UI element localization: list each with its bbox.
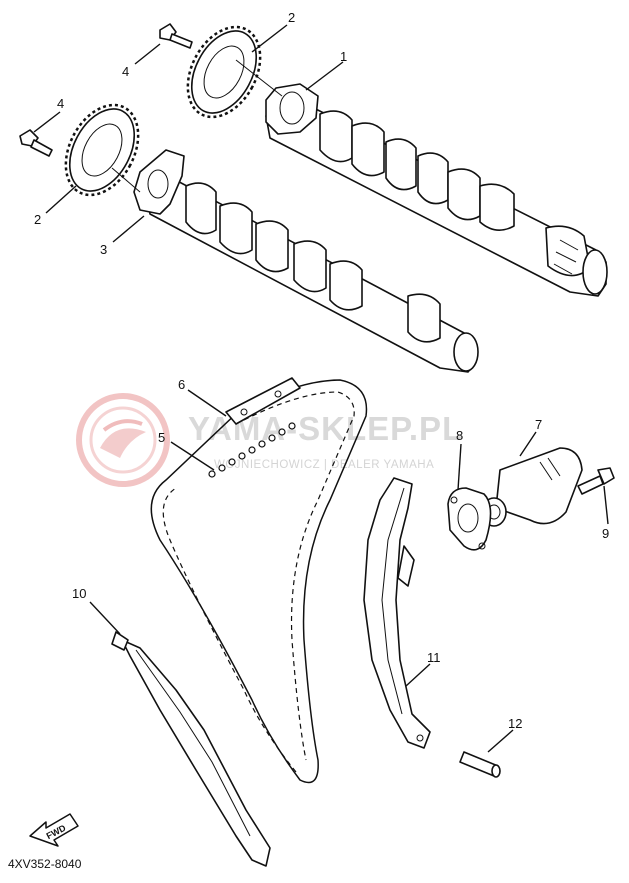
bolt-lower[interactable]: [19, 129, 53, 157]
chain-guide-exhaust[interactable]: [111, 631, 271, 867]
camshaft-upper[interactable]: [265, 83, 608, 297]
callout-7: 7: [535, 417, 542, 432]
callout-11: 11: [427, 650, 441, 665]
chain-tensioner[interactable]: [481, 447, 583, 527]
sprocket-lower[interactable]: [51, 93, 153, 208]
callout-4-lower: 4: [57, 96, 64, 111]
camshaft-lower[interactable]: [133, 149, 479, 373]
diagram-code: 4XV352-8040: [8, 857, 82, 871]
tensioner-gasket[interactable]: [447, 487, 492, 551]
guide-pin[interactable]: [459, 751, 501, 778]
tensioner-bolt[interactable]: [577, 467, 615, 495]
callout-8: 8: [456, 428, 463, 443]
callout-2-upper: 2: [288, 10, 295, 25]
watermark-subtitle: WOJNIECHOWICZ | DEALER YAMAHA: [214, 459, 434, 471]
sprocket-upper[interactable]: [173, 15, 283, 130]
callout-3: 3: [100, 242, 107, 257]
callouts: 1 2 2 3 4 4 5 6 7 8 9 10 11 12: [34, 10, 609, 731]
callout-12: 12: [508, 716, 522, 731]
bolt-upper[interactable]: [159, 23, 193, 49]
callout-9: 9: [602, 526, 609, 541]
callout-2-lower: 2: [34, 212, 41, 227]
chain-guide-intake[interactable]: [363, 477, 431, 749]
callout-6: 6: [178, 377, 185, 392]
callout-10: 10: [72, 586, 86, 601]
timing-chain[interactable]: [150, 379, 368, 784]
callout-4-upper: 4: [122, 64, 129, 79]
callout-5: 5: [158, 430, 165, 445]
callout-1: 1: [340, 49, 347, 64]
watermark-logo: [76, 393, 170, 487]
master-link[interactable]: [225, 377, 301, 425]
fwd-arrow-icon: FWD: [29, 813, 79, 847]
leader-lines: [33, 24, 609, 753]
